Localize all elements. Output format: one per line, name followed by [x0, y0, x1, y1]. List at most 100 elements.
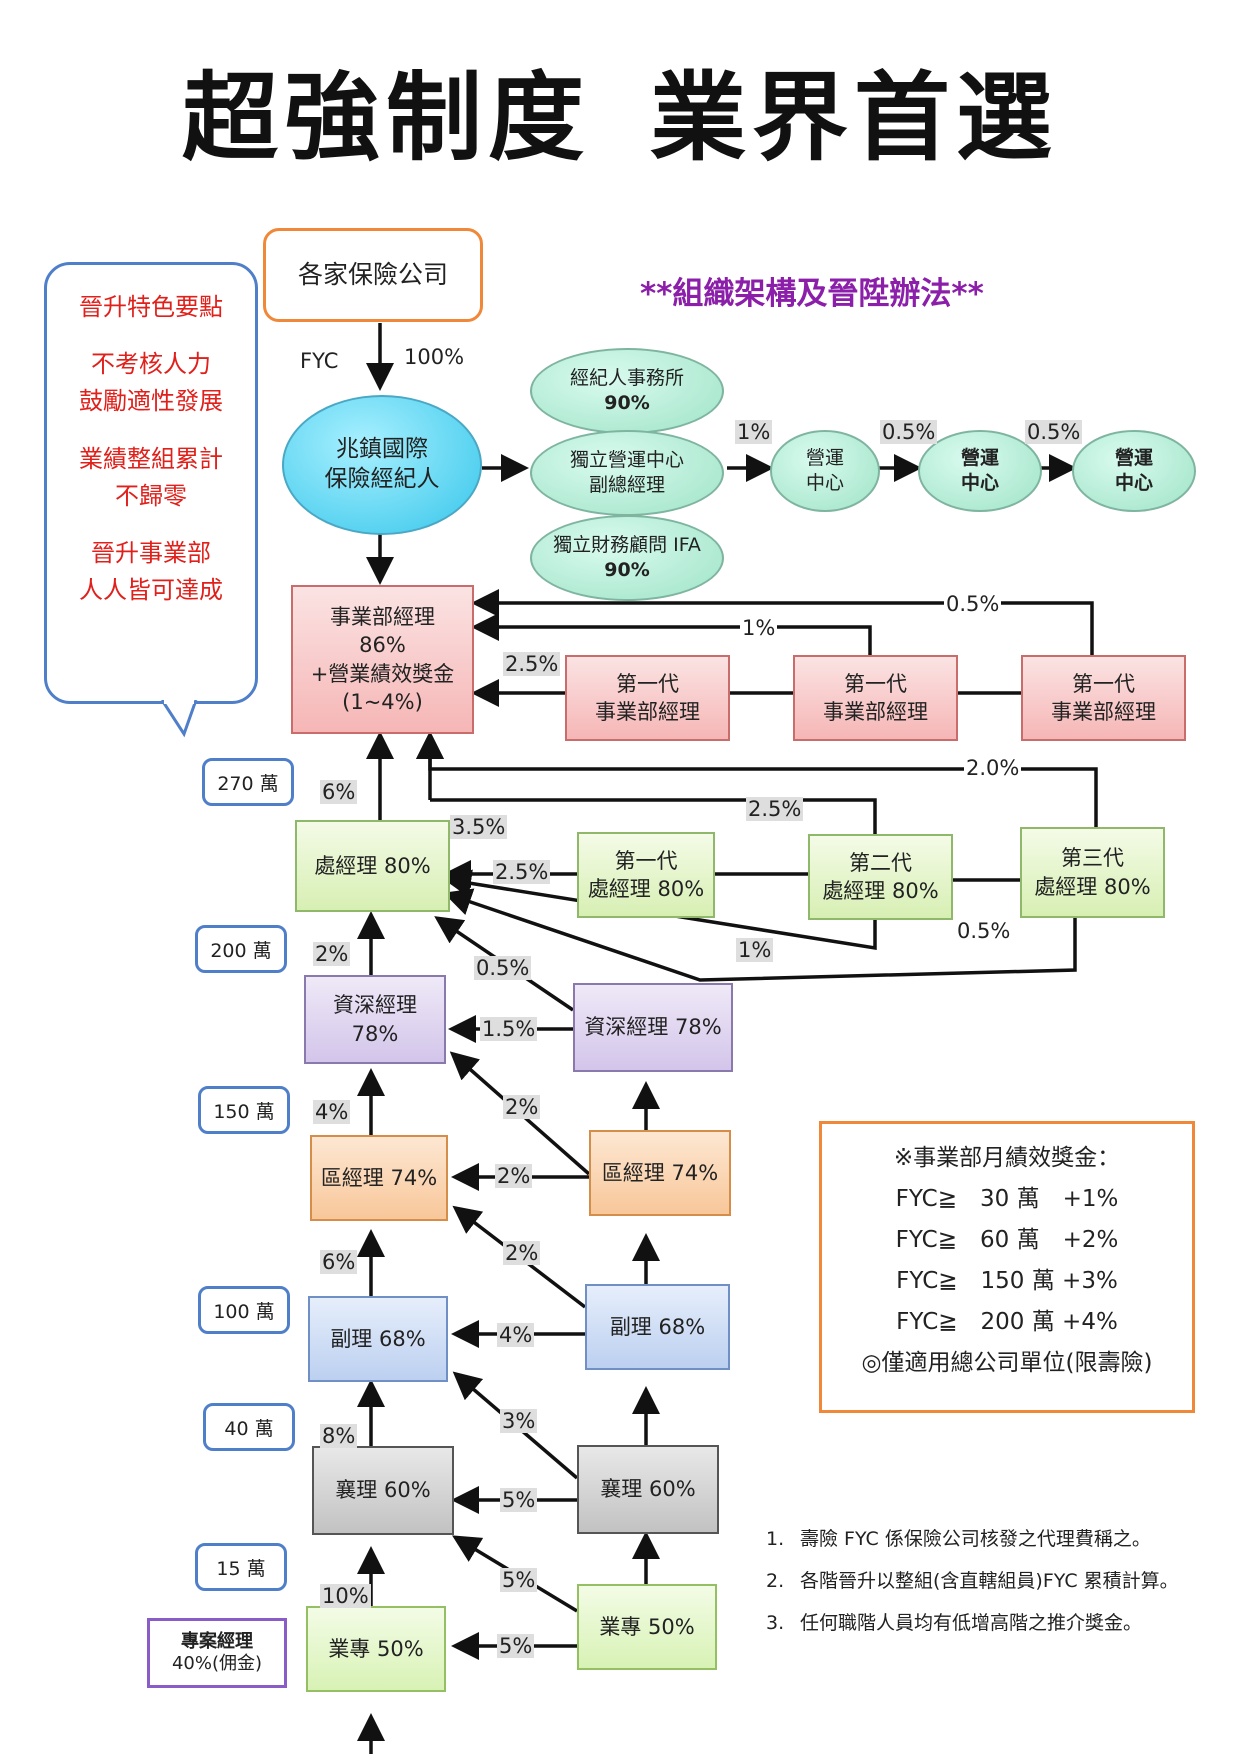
- insurance-companies-box: 各家保險公司: [263, 228, 483, 322]
- division-override-pct-1: 0.5%: [944, 592, 1002, 616]
- footnote-2-number: 2.: [766, 1570, 785, 1592]
- monthly-bonus-box: ※事業部月績效獎金： FYC≧ 30 萬 +1% FYC≧ 60 萬 +2% F…: [819, 1121, 1195, 1413]
- branch-gen-box-2: 第二代 處經理 80%: [808, 834, 953, 920]
- insurance-companies-label: 各家保險公司: [297, 260, 448, 290]
- senior-manager-pct: 78%: [351, 1021, 399, 1046]
- promotion-features-callout: 晉升特色要點 不考核人力 鼓勵適性發展 業績整組累計 不歸零 晉升事業部 人人皆…: [44, 262, 258, 704]
- associate-box: 襄理 60%: [312, 1446, 454, 1535]
- branch-gen-2-label: 第二代: [849, 850, 912, 875]
- ops-center-1-line2: 中心: [805, 472, 844, 494]
- area-manager-right-label: 區經理 74%: [601, 1160, 719, 1185]
- branch-gen-3-label: 第三代: [1061, 846, 1124, 871]
- branch-override-pct-3: 0.5%: [955, 919, 1013, 943]
- assistant-manager-box: 副理 68%: [308, 1296, 448, 1382]
- assistant-override-pct-2: 4%: [497, 1323, 535, 1347]
- diagram-subtitle: **組織架構及晉陞辦法**: [640, 276, 984, 312]
- specialist-box: 業專 50%: [306, 1606, 446, 1692]
- division-manager-pct: 86%: [359, 633, 406, 658]
- callout-tail: [160, 700, 198, 738]
- branch-division-pct-3: 2.0%: [964, 756, 1022, 780]
- agency-name-line1: 兆鎮國際: [336, 436, 428, 463]
- independent-center-ellipse: 獨立營運中心 副總經理: [530, 430, 724, 516]
- ops-center-ellipse-3: 營運 中心: [1072, 430, 1196, 512]
- footnote-3: 3.任何職階人員均有低增高階之推介獎金。: [766, 1602, 1179, 1644]
- branch-manager-label: 處經理 80%: [314, 853, 431, 878]
- footnote-1-number: 1.: [766, 1528, 785, 1550]
- area-override-pct-2: 2%: [495, 1164, 533, 1188]
- associate-right-label: 襄理 60%: [600, 1477, 696, 1502]
- specialist-right-label: 業專 50%: [599, 1614, 695, 1639]
- ops-center-3-line2: 中心: [1114, 472, 1153, 494]
- senior-manager-right-label: 資深經理 78%: [584, 1015, 722, 1040]
- area-manager-box: 區經理 74%: [310, 1135, 448, 1221]
- callout-gap-2: [47, 421, 255, 441]
- threshold-200: 200 萬: [195, 925, 287, 973]
- ops-pct-3: 0.5%: [1025, 420, 1083, 444]
- division-gen-2-label: 第一代: [844, 671, 907, 696]
- ifa-pct: 90%: [604, 559, 650, 581]
- branch-manager-box: 處經理 80%: [295, 820, 450, 912]
- associate-override-pct-2: 5%: [500, 1488, 538, 1512]
- footnote-2-text: 各階晉升以整組(含直轄組員)FYC 累積計算。: [800, 1570, 1179, 1592]
- ifa-name: 獨立財務顧問 IFA: [553, 534, 701, 557]
- specialist-override-pct-2: 5%: [497, 1634, 535, 1658]
- branch-division-pct-1: 2.5%: [746, 797, 804, 821]
- bonus-row-4: FYC≧ 200 萬 +4%: [896, 1309, 1118, 1335]
- promotion-pct-200: 2%: [313, 942, 351, 966]
- senior-manager-title: 資深經理: [333, 993, 417, 1018]
- associate-right-box: 襄理 60%: [577, 1445, 719, 1534]
- area-manager-right-box: 區經理 74%: [589, 1130, 731, 1216]
- ops-center-3-line1: 營運: [1114, 447, 1153, 470]
- footnote-1-text: 壽險 FYC 係保險公司核發之代理費稱之。: [800, 1528, 1151, 1550]
- division-gen-3-name: 事業部經理: [1051, 700, 1156, 724]
- threshold-100: 100 萬: [198, 1286, 290, 1334]
- division-manager-bonus: +營業績效獎金: [310, 661, 455, 686]
- assistant-manager-label: 副理 68%: [330, 1326, 426, 1351]
- division-gen-3-label: 第一代: [1072, 671, 1135, 696]
- footnotes: 1. 壽險 FYC 係保險公司核發之代理費稱之。 2. 各階晉升以整組(含直轄組員)…: [766, 1518, 1179, 1644]
- bonus-title: ※事業部月績效獎金：: [893, 1145, 1121, 1171]
- specialist-label: 業專 50%: [328, 1636, 424, 1661]
- bonus-row-1: FYC≧ 30 萬 +1%: [895, 1186, 1119, 1212]
- footnote-3-text: 任何職階人員均有低增高階之推介獎金。: [800, 1612, 1143, 1634]
- threshold-15: 15 萬: [195, 1543, 287, 1591]
- division-gen-box-3: 第一代 事業部經理: [1021, 655, 1186, 741]
- division-override-pct-3: 2.5%: [503, 652, 561, 676]
- promotion-pct-270: 6%: [320, 780, 358, 804]
- ops-pct-2: 0.5%: [880, 420, 938, 444]
- threshold-40: 40 萬: [203, 1403, 295, 1451]
- fyc-label: FYC: [300, 349, 339, 373]
- branch-gen-3-name: 處經理 80%: [1034, 874, 1151, 899]
- fyc-percent: 100%: [404, 345, 465, 369]
- ops-center-2-line2: 中心: [960, 472, 999, 494]
- assistant-override-pct-1: 2%: [503, 1241, 541, 1265]
- division-manager-box: 事業部經理 86% +營業績效獎金 (1~4%): [291, 585, 474, 734]
- callout-line-1: 晉升特色要點: [79, 293, 223, 321]
- associate-override-pct-1: 3%: [500, 1409, 538, 1433]
- agency-name-line2: 保險經紀人: [324, 466, 440, 492]
- broker-office-name: 經紀人事務所: [569, 367, 684, 390]
- callout-gap-3: [47, 515, 255, 535]
- branch-override-pct-1: 2.5%: [493, 860, 551, 884]
- ops-center-2-line1: 營運: [960, 447, 999, 470]
- ops-center-ellipse-2: 營運 中心: [918, 430, 1042, 512]
- project-manager-box: 專案經理 40%(佣金): [147, 1618, 287, 1688]
- independent-center-name: 獨立營運中心: [569, 449, 684, 472]
- specialist-override-pct-1: 5%: [500, 1568, 538, 1592]
- senior-manager-right-box: 資深經理 78%: [573, 983, 733, 1072]
- callout-line-7: 人人皆可達成: [79, 576, 223, 605]
- ops-center-ellipse-1: 營運 中心: [770, 430, 880, 512]
- division-manager-title: 事業部經理: [330, 604, 435, 629]
- branch-division-pct-2: 3.5%: [450, 815, 508, 839]
- bonus-row-3: FYC≧ 150 萬 +3%: [896, 1268, 1118, 1294]
- callout-line-4: 業績整組累計: [79, 444, 223, 473]
- independent-center-title: 副總經理: [588, 474, 665, 496]
- division-gen-1-name: 事業部經理: [595, 700, 700, 724]
- division-manager-bonus-range: (1~4%): [342, 689, 423, 714]
- footnote-2: 2. 各階晉升以整組(含直轄組員)FYC 累積計算。: [766, 1560, 1179, 1602]
- ops-center-1-line1: 營運: [805, 447, 844, 470]
- title-part-2: 業界首選: [650, 62, 1058, 174]
- branch-override-pct-2: 1%: [736, 938, 774, 962]
- senior-override-pct-1: 0.5%: [474, 956, 532, 980]
- promotion-pct-100: 6%: [320, 1250, 358, 1274]
